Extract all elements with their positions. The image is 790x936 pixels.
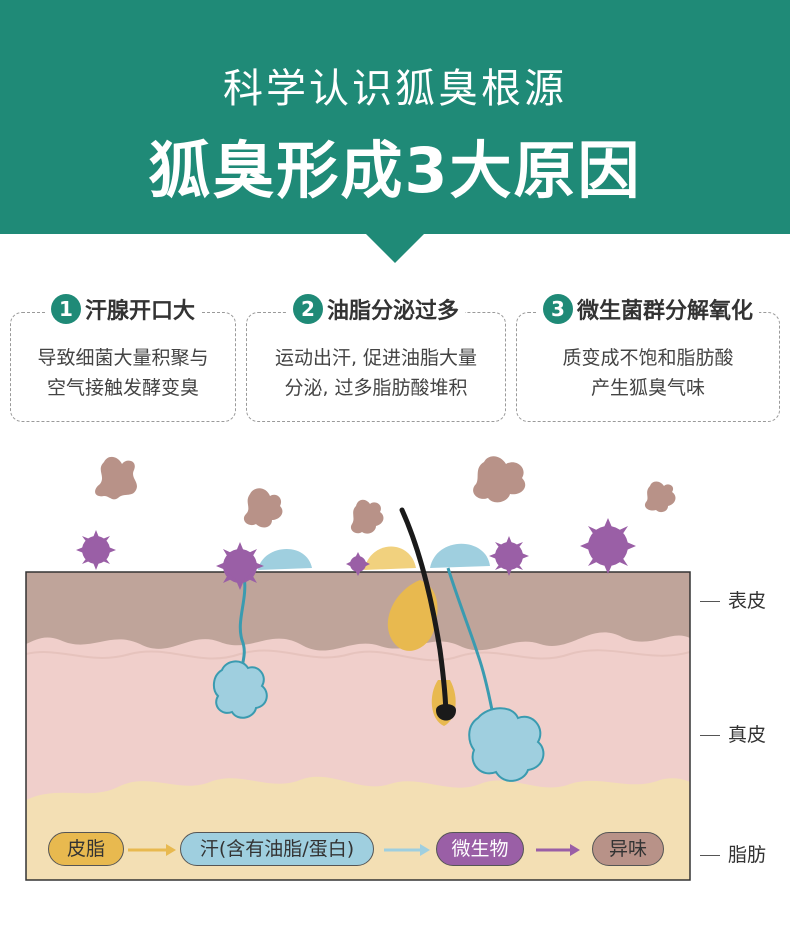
- odor-icon: [350, 499, 384, 534]
- cause-text-line: 产生狐臭气味: [590, 377, 705, 399]
- cause-title: 油脂分泌过多: [326, 299, 459, 324]
- microbe-icon: [346, 552, 370, 576]
- sebum-gland: [387, 580, 438, 651]
- cause-card-1: 1 汗腺开口大 导致细菌大量积聚与 空气接触发酵变臭: [10, 293, 236, 422]
- header-arrow: [365, 233, 425, 263]
- microbe-icon: [580, 518, 636, 574]
- flow-arrow-icon: [384, 844, 430, 856]
- cause-card-2: 2 油脂分泌过多 运动出汗, 促进油脂大量 分泌, 过多脂肪酸堆积: [246, 293, 506, 422]
- sweat-gland-icon: [212, 660, 268, 719]
- flow-step-odor: 异味: [592, 832, 664, 866]
- microbe-icon: [489, 536, 529, 576]
- layer-label-dermis: 真皮: [700, 720, 766, 747]
- header-subtitle: 科学认识狐臭根源: [223, 66, 567, 112]
- microbe-icon: [76, 530, 116, 570]
- sweat-drop-icon: [258, 549, 312, 570]
- hair-root-icon: [436, 704, 456, 721]
- layer-label-text: 表皮: [728, 590, 767, 612]
- layer-label-text: 真皮: [728, 724, 767, 746]
- cause-card-3: 3 微生菌群分解氧化 质变成不饱和脂肪酸 产生狐臭气味: [516, 293, 780, 422]
- flow-step-sebum: 皮脂: [48, 832, 124, 866]
- header-title: 狐臭形成3大原因: [148, 134, 642, 207]
- flow-step-sweat: 汗(含有油脂/蛋白): [180, 832, 374, 866]
- microbe-icon: [216, 542, 264, 590]
- flow-step-microbe: 微生物: [436, 832, 524, 866]
- flow-arrow-icon: [128, 844, 176, 856]
- odor-icon: [243, 488, 283, 528]
- cause-title: 汗腺开口大: [84, 299, 195, 324]
- layer-label-text: 脂肪: [728, 844, 767, 866]
- skin-diagram: [25, 456, 691, 881]
- sebum-drop-icon: [364, 546, 416, 570]
- header-banner: 科学认识狐臭根源 狐臭形成3大原因: [0, 0, 790, 234]
- cause-text-line: 分泌, 过多脂肪酸堆积: [284, 377, 468, 399]
- flow-arrow-icon: [536, 844, 580, 856]
- cause-text-line: 质变成不饱和脂肪酸: [562, 347, 734, 369]
- cause-text-line: 导致细菌大量积聚与: [37, 347, 209, 369]
- hair-icon: [399, 507, 449, 721]
- layer-label-fat: 脂肪: [700, 840, 766, 867]
- cause-title: 微生菌群分解氧化: [576, 299, 753, 324]
- sweat-drop-icon: [430, 543, 490, 568]
- epidermis-layer: [26, 572, 690, 651]
- sweat-duct-icon: [446, 567, 494, 711]
- cause-number: 3: [542, 294, 573, 324]
- sweat-gland-icon: [468, 707, 545, 782]
- cause-number: 1: [50, 294, 81, 324]
- cause-text-line: 空气接触发酵变臭: [46, 377, 199, 399]
- odor-icon: [644, 481, 676, 513]
- layer-label-epidermis: 表皮: [700, 586, 766, 613]
- epidermis-inner: [26, 649, 690, 662]
- odor-formation-flow: 皮脂 汗(含有油脂/蛋白) 微生物 异味: [26, 832, 690, 866]
- cause-text-line: 运动出汗, 促进油脂大量: [274, 347, 478, 369]
- odor-icon: [473, 456, 526, 503]
- cause-number: 2: [292, 294, 323, 324]
- odor-icon: [95, 456, 137, 500]
